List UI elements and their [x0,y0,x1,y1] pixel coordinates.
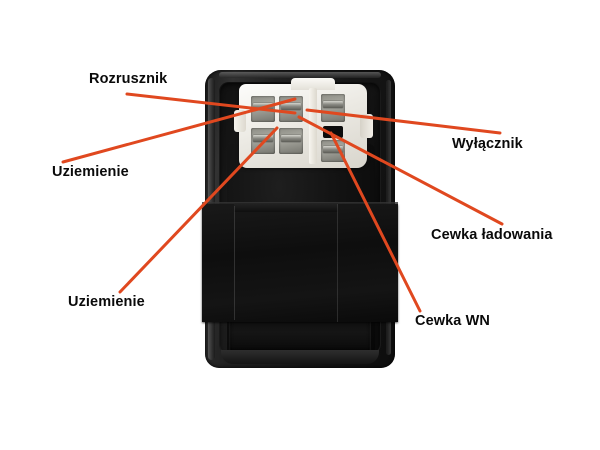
tape-seam-left [234,206,235,320]
connector-terminal-1 [253,103,273,110]
label-rozrusznik: Rozrusznik [89,71,168,87]
electrical-tape-wrap [202,204,398,322]
connector-cavity-5 [321,94,345,122]
label-cewka-ladowania: Cewka ładowania [431,227,553,243]
connector-notch-right [360,114,373,138]
connector-terminal-6 [323,146,343,153]
tape-seam-right [337,204,338,322]
cdi-bottom-foot [221,350,379,364]
cdi-connector-block [234,78,373,168]
connector-terminal-5 [323,101,343,108]
connector-center-divider [309,88,317,164]
connector-blank-plug [323,126,343,138]
connector-latch-tab [291,78,335,90]
tape-fold [234,203,338,212]
connector-terminal-2 [281,103,301,110]
cdi-module [202,70,398,368]
label-uziemienie-bottom: Uziemienie [68,294,145,310]
cdi-case-top-highlight [219,72,381,78]
label-uziemienie-top: Uziemienie [52,164,129,180]
connector-terminal-4 [281,135,301,142]
connector-terminal-3 [253,135,273,142]
connector-notch-left [234,110,246,132]
label-wylacznik: Wyłącznik [452,136,523,152]
label-cewka-wn: Cewka WN [415,313,490,329]
